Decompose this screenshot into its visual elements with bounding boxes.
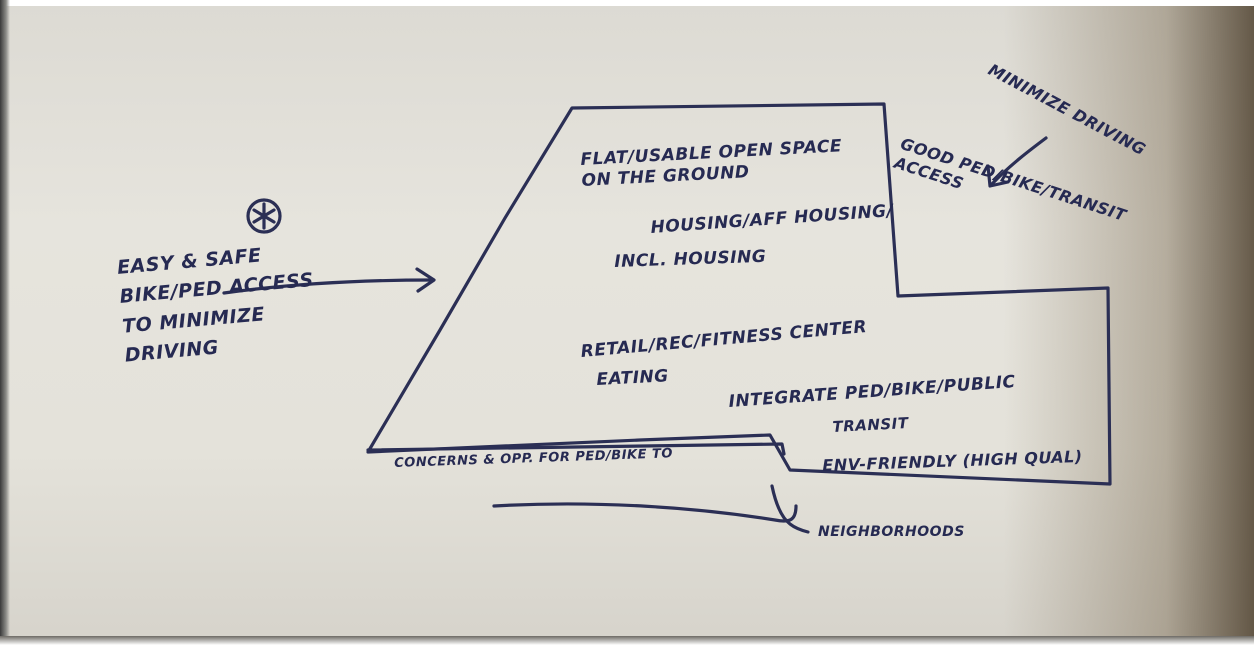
asterisk-circle-icon <box>246 198 282 234</box>
neighborhoods-leader <box>770 484 810 534</box>
easy-safe-arrow <box>222 278 434 295</box>
easy-safe-arrowhead <box>415 267 436 293</box>
note-easy-safe: EASY & SAFE BIKE/PED ACCESS TO MINIMIZE … <box>116 244 315 367</box>
note-neighborhoods: NEIGHBORHOODS <box>818 524 965 540</box>
paper-bottom-border <box>0 636 1254 645</box>
paper-top-border <box>0 0 1254 6</box>
paper-left-shadow <box>0 0 10 645</box>
site-outline <box>366 102 1112 486</box>
note-eating: EATING <box>596 366 670 390</box>
minimize-driving-arrow <box>990 136 1048 186</box>
note-transit: TRANSIT <box>832 414 909 436</box>
minimize-driving-arrowhead <box>986 164 1010 188</box>
site-inner-line <box>366 442 786 456</box>
site-bottom-edge <box>492 502 798 523</box>
